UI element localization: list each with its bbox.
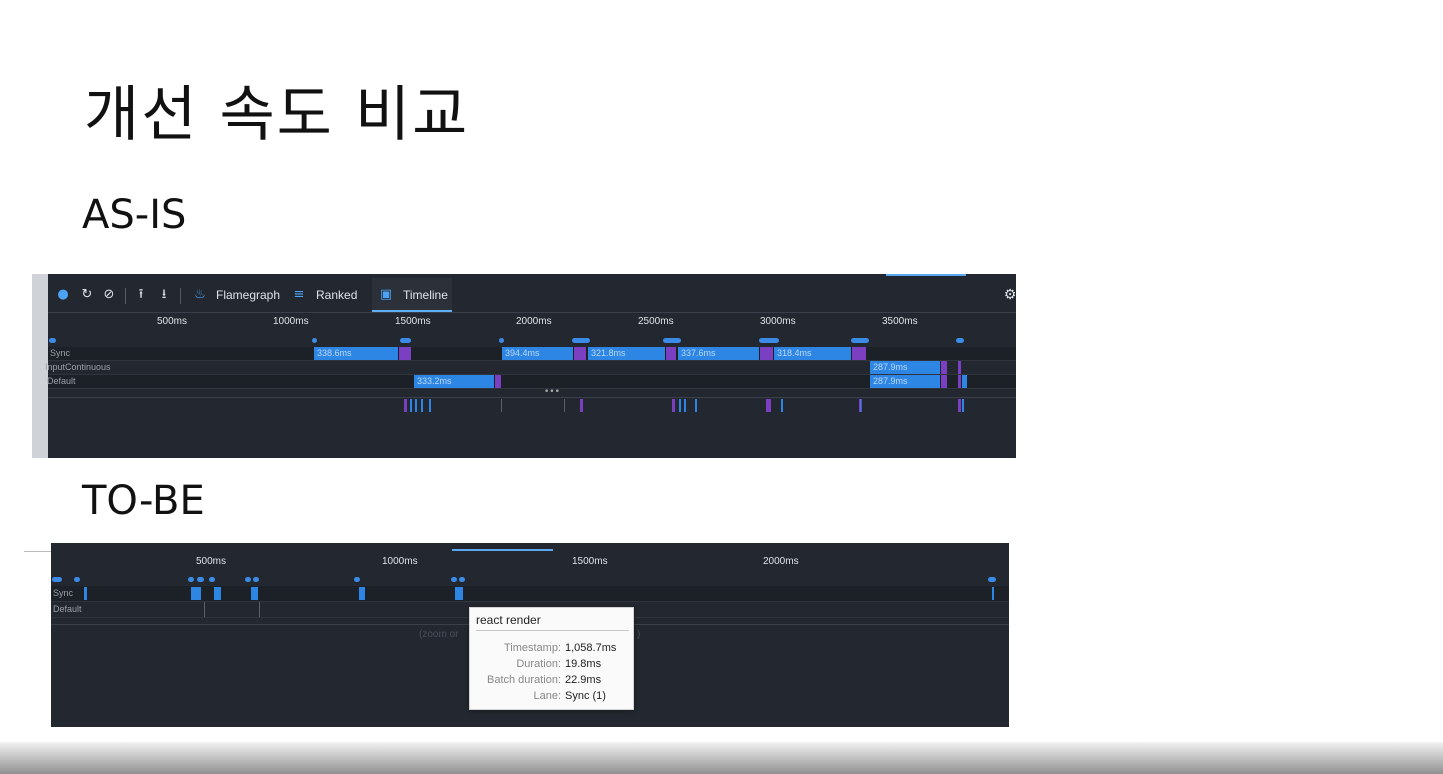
commit-bar[interactable]: [941, 375, 947, 388]
tick-label: 2000ms: [763, 556, 799, 567]
render-bar[interactable]: 287.9ms: [870, 361, 940, 374]
asis-profiler-panel: ● ↻ ⊘ ⭱ ⭳ ♨ Flamegraph ≡ Ranked ▣ Timeli…: [24, 274, 1016, 458]
flame-icon: ♨: [194, 287, 206, 302]
tick-label: 3000ms: [760, 316, 796, 327]
tooltip-row-lane: Lane: Sync (1): [470, 688, 629, 704]
tick-label: 2500ms: [638, 316, 674, 327]
lane-sync: Sync: [51, 586, 1009, 602]
record-dot-icon[interactable]: ●: [57, 287, 69, 302]
upload-icon[interactable]: ⭱: [138, 287, 144, 302]
gear-icon[interactable]: ⚙: [1003, 287, 1016, 303]
tooltip-key: Duration:: [516, 658, 561, 670]
clear-icon[interactable]: ⊘: [103, 287, 115, 302]
tick-label: 1000ms: [382, 556, 418, 567]
asis-heading: AS-IS: [82, 192, 187, 238]
time-ruler: 500ms 1000ms 1500ms 2000ms 2500ms 3000ms…: [48, 314, 1016, 332]
tick-label: 2000ms: [516, 316, 552, 327]
reload-icon[interactable]: ↻: [81, 287, 93, 302]
tooltip-row-batch-duration: Batch duration: 22.9ms: [470, 672, 629, 688]
slide-title: 개선 속도 비교: [84, 80, 470, 150]
tick-label: 1500ms: [395, 316, 431, 327]
tooltip-key: Lane:: [533, 690, 561, 702]
render-bar[interactable]: 333.2ms: [414, 375, 494, 388]
commit-markers: [48, 338, 1016, 346]
scrollbar-thumb[interactable]: [452, 549, 553, 551]
scheduling-events-row: [48, 399, 1016, 412]
tooltip-key: Batch duration:: [487, 674, 561, 686]
commit-bar[interactable]: [399, 347, 411, 360]
commit-mark: [958, 375, 961, 388]
profiler-toolbar: ● ↻ ⊘ ⭱ ⭳ ♨ Flamegraph ≡ Ranked ▣ Timeli…: [48, 278, 1016, 313]
lane-default: Default 333.2ms 287.9ms: [47, 375, 1016, 389]
tooltip-value: Sync (1): [565, 690, 606, 702]
commit-bar[interactable]: [760, 347, 773, 360]
lane-label: Default: [47, 376, 76, 386]
tab-flamegraph[interactable]: Flamegraph: [216, 288, 281, 302]
render-bar[interactable]: 338.6ms: [314, 347, 398, 360]
commit-bar[interactable]: [666, 347, 676, 360]
commit-bar[interactable]: [852, 347, 866, 360]
commit-mark: [941, 361, 947, 374]
zoom-hint: (zoom or: [419, 629, 459, 640]
render-bar[interactable]: 318.4ms: [774, 347, 851, 360]
tooltip-value: 22.9ms: [565, 674, 602, 686]
time-ruler: 500ms 1000ms 1500ms 2000ms: [51, 554, 1009, 572]
lane-label: InputContinuous: [45, 362, 111, 372]
tick-label: 500ms: [157, 316, 188, 327]
tooltip-title: react render: [476, 613, 541, 627]
slide-footer-shade: [0, 742, 1443, 774]
commit-mark: [958, 361, 961, 374]
tick-label: 1500ms: [572, 556, 608, 567]
render-bar[interactable]: 394.4ms: [502, 347, 573, 360]
calendar-icon: ▣: [379, 287, 393, 302]
render-bar[interactable]: 337.6ms: [678, 347, 759, 360]
commit-bar[interactable]: [495, 375, 501, 388]
resize-handle-icon[interactable]: •••: [544, 387, 560, 397]
render-bar[interactable]: [191, 587, 201, 600]
tick-label: 3500ms: [882, 316, 918, 327]
render-tooltip: react render Timestamp: 1,058.7ms Durati…: [469, 607, 634, 710]
tobe-heading: TO-BE: [82, 478, 205, 524]
render-bar[interactable]: [992, 587, 994, 600]
tab-timeline-label: Timeline: [403, 288, 448, 302]
render-bar[interactable]: [455, 587, 463, 600]
ranked-icon: ≡: [293, 287, 305, 302]
zoom-hint-tail: ): [637, 629, 641, 640]
lane-sync: Sync 338.6ms 394.4ms 321.8ms 337.6ms 318…: [48, 347, 1016, 361]
lane-label: Sync: [53, 588, 74, 598]
tooltip-row-timestamp: Timestamp: 1,058.7ms: [470, 640, 629, 656]
tick-label: 500ms: [196, 556, 227, 567]
commit-markers: [51, 577, 1009, 585]
render-bar[interactable]: 321.8ms: [588, 347, 665, 360]
render-bar[interactable]: [214, 587, 221, 600]
lane-label: Sync: [50, 348, 71, 358]
commit-bar[interactable]: [574, 347, 586, 360]
lane-input-continuous: InputContinuous 287.9ms: [45, 361, 1016, 375]
tooltip-row-duration: Duration: 19.8ms: [470, 656, 629, 672]
render-bar[interactable]: [84, 587, 87, 600]
devtools-gutter: [32, 274, 48, 458]
tab-ranked[interactable]: Ranked: [316, 288, 358, 302]
tooltip-key: Timestamp:: [503, 642, 561, 654]
tooltip-value: 19.8ms: [565, 658, 602, 670]
download-icon[interactable]: ⭳: [161, 287, 167, 302]
render-bar[interactable]: 287.9ms: [870, 375, 940, 388]
divider: [48, 397, 1016, 398]
lane-label: Default: [53, 604, 82, 614]
render-bar[interactable]: [359, 587, 365, 600]
render-bar[interactable]: [251, 587, 258, 600]
tick-label: 1000ms: [273, 316, 309, 327]
tab-timeline[interactable]: ▣ Timeline: [372, 278, 452, 312]
tooltip-value: 1,058.7ms: [565, 642, 617, 654]
commit-mark: [962, 375, 967, 388]
